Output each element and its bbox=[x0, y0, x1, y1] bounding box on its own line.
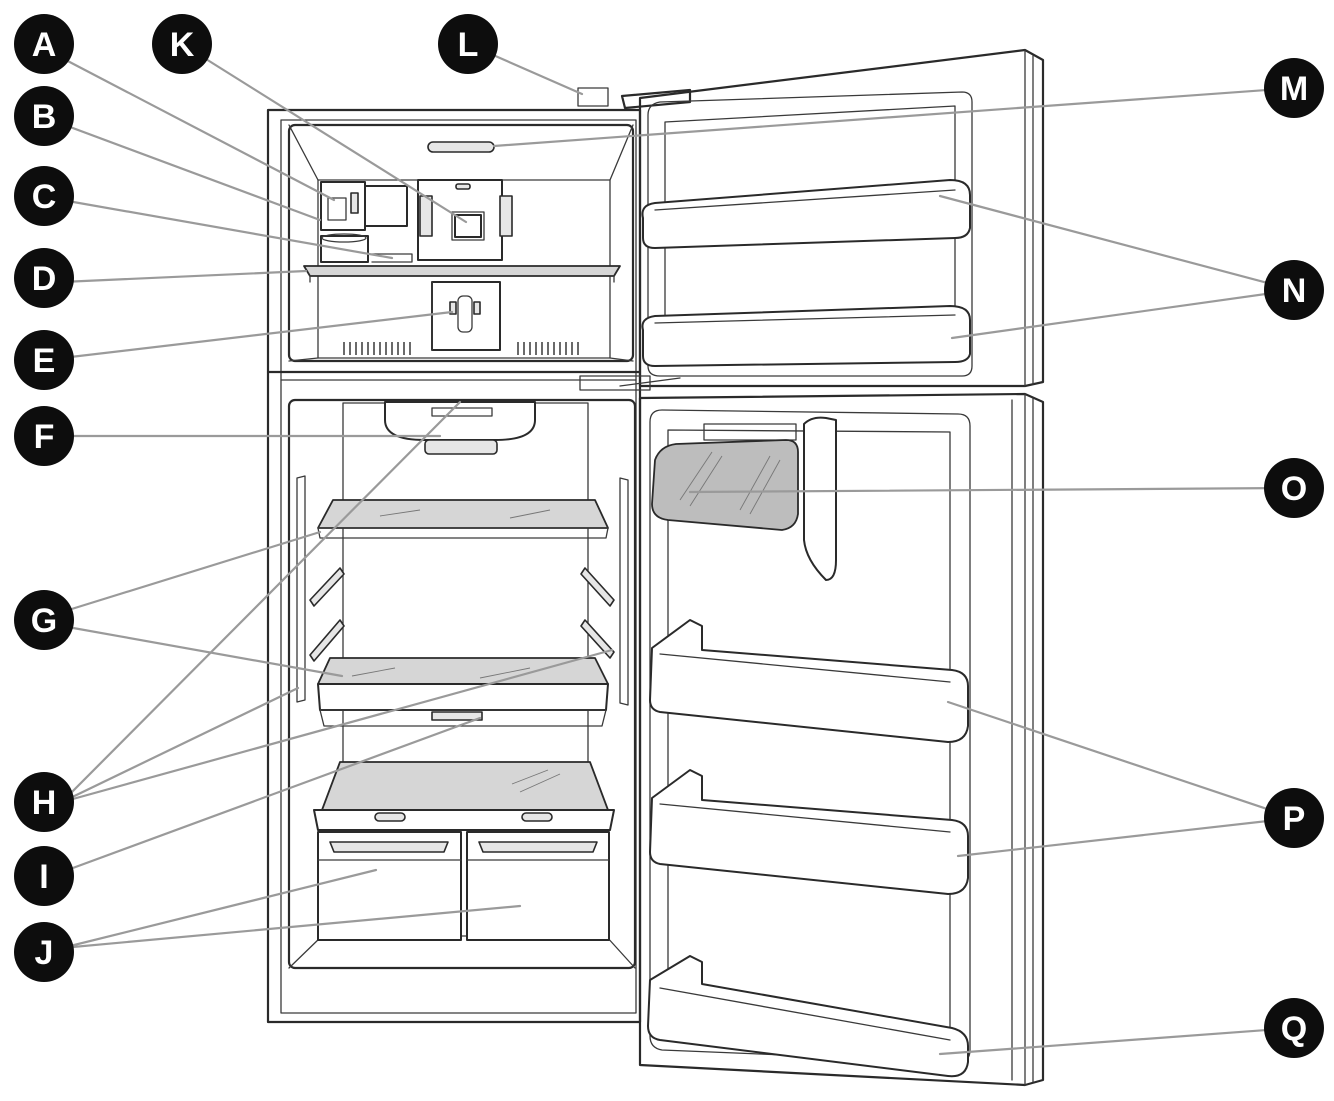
callout-b-label: B bbox=[32, 98, 57, 136]
leader-k bbox=[180, 42, 468, 224]
callout-i-label: I bbox=[39, 858, 48, 896]
freezer-vent-left bbox=[343, 342, 411, 355]
fresh-food-compartment bbox=[287, 398, 637, 970]
callout-q: Q bbox=[1264, 998, 1324, 1058]
callouts: A B C D E F G H bbox=[14, 14, 1324, 1058]
leader-b bbox=[60, 122, 322, 222]
callout-a-label: A bbox=[32, 26, 57, 64]
leader-h2 bbox=[60, 686, 300, 804]
leader-a bbox=[60, 56, 336, 202]
callout-b: B bbox=[14, 86, 74, 146]
leader-lines bbox=[60, 42, 1296, 1056]
callout-c-label: C bbox=[32, 178, 57, 216]
leader-i bbox=[60, 716, 482, 874]
leader-p1 bbox=[946, 700, 1296, 820]
callout-e: E bbox=[14, 330, 74, 390]
callout-h-label: H bbox=[32, 784, 57, 822]
freezer-compartment bbox=[287, 123, 635, 363]
callout-n: N bbox=[1264, 260, 1324, 320]
leader-p2 bbox=[956, 816, 1296, 858]
callout-o: O bbox=[1264, 458, 1324, 518]
leader-n1 bbox=[938, 194, 1296, 292]
callout-n-label: N bbox=[1282, 272, 1307, 310]
callout-a: A bbox=[14, 14, 74, 74]
leader-m bbox=[492, 86, 1296, 148]
callout-f-label: F bbox=[34, 418, 55, 456]
freezer-door bbox=[577, 48, 1045, 391]
callout-m: M bbox=[1264, 58, 1324, 118]
callout-q-label: Q bbox=[1281, 1010, 1307, 1048]
callout-o-label: O bbox=[1281, 470, 1307, 508]
fresh-food-door bbox=[638, 392, 1045, 1087]
leader-q bbox=[938, 1026, 1296, 1056]
leader-o bbox=[688, 486, 1296, 494]
leader-g2 bbox=[60, 624, 344, 678]
callout-m-label: M bbox=[1280, 70, 1308, 108]
callout-f: F bbox=[14, 406, 74, 466]
callout-g: G bbox=[14, 590, 74, 650]
callout-h: H bbox=[14, 772, 74, 832]
callout-j: J bbox=[14, 922, 74, 982]
leader-j2 bbox=[60, 904, 522, 950]
callout-g-label: G bbox=[31, 602, 57, 640]
freezer-vent-right bbox=[517, 342, 579, 355]
leader-c bbox=[60, 198, 394, 260]
callout-e-label: E bbox=[33, 342, 56, 380]
callout-k: K bbox=[152, 14, 212, 74]
leader-e bbox=[60, 310, 454, 360]
callout-p: P bbox=[1264, 788, 1324, 848]
callout-p-label: P bbox=[1283, 800, 1306, 838]
callout-d: D bbox=[14, 248, 74, 308]
callout-l: L bbox=[438, 14, 498, 74]
leader-h1 bbox=[60, 400, 462, 804]
callout-c: C bbox=[14, 166, 74, 226]
callout-i: I bbox=[14, 846, 74, 906]
callout-l-label: L bbox=[458, 26, 479, 64]
leader-n2 bbox=[950, 288, 1296, 340]
callout-d-label: D bbox=[32, 260, 57, 298]
leader-h3 bbox=[60, 648, 614, 804]
leader-d bbox=[60, 269, 308, 284]
leader-g1 bbox=[60, 530, 322, 614]
leader-j1 bbox=[60, 868, 378, 950]
callout-j-label: J bbox=[35, 934, 54, 972]
callout-k-label: K bbox=[170, 26, 195, 64]
